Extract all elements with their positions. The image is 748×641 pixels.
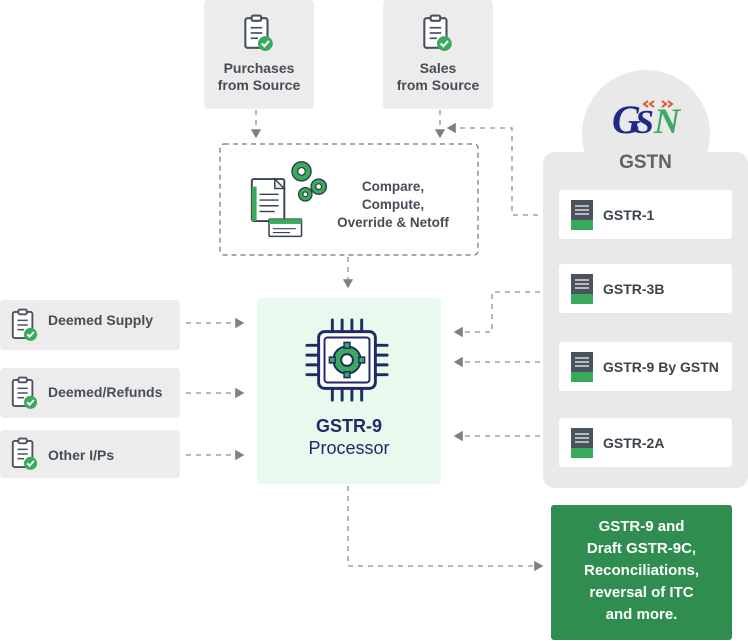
svg-text:G: G: [612, 97, 641, 141]
output-line: and more.: [605, 606, 678, 623]
input-other-ips: Other I/Ps: [0, 430, 180, 478]
spreadsheet-icon: [571, 199, 593, 230]
clipboard-check-icon: [244, 14, 273, 51]
sales-source-box: Sales from Source: [383, 0, 493, 109]
compare-line3: Override & Netoff: [337, 215, 449, 230]
output-box: GSTR-9 and Draft GSTR-9C, Reconciliation…: [551, 505, 732, 640]
gstr3b-to-processor-line: [453, 291, 540, 338]
input-label: Deemed/Refunds: [48, 384, 163, 400]
gstn-logo: G S N: [608, 93, 688, 142]
sales-line1: Sales: [419, 60, 457, 76]
compare-box-border: [219, 143, 479, 256]
gstr-label: GSTR-9 By GSTN: [603, 358, 719, 375]
input-deemed-refunds: Deemed/Refunds: [0, 368, 180, 418]
clipboard-check-icon: [11, 437, 38, 470]
gstr-label: GSTR-3B: [603, 280, 665, 297]
gstr9-gstn-card: GSTR-9 By GSTN: [559, 342, 732, 391]
output-line: reversal of ITC: [589, 584, 694, 601]
purchases-source-box: Purchases from Source: [204, 0, 314, 109]
clipboard-check-icon: [11, 308, 38, 341]
compare-line2: Compute,: [361, 197, 425, 212]
compare-line1: Compare,: [361, 179, 425, 194]
clipboard-check-icon: [11, 376, 38, 409]
sales-line2: from Source: [396, 77, 480, 93]
spreadsheet-icon: [571, 427, 593, 458]
output-line: GSTR-9 and: [598, 518, 685, 535]
input-deemed-supply: Deemed Supply: [0, 300, 180, 350]
purchases-line2: from Source: [217, 77, 301, 93]
gstr-label: GSTR-2A: [603, 434, 665, 451]
spreadsheet-icon: [571, 273, 593, 304]
gstr9-processor-box: GSTR-9 Processor: [257, 298, 441, 484]
spreadsheet-icon: [571, 351, 593, 382]
purchases-line1: Purchases: [223, 60, 295, 76]
gstn-title: GSTN: [619, 152, 672, 173]
processor-to-output-line: [347, 486, 544, 572]
processor-chip-icon: [305, 318, 389, 402]
gstr3b-card: GSTR-3B: [559, 264, 732, 313]
gstn-logo-mark: G S N: [612, 97, 682, 142]
gstr2a-card: GSTR-2A: [559, 418, 732, 467]
svg-text:S: S: [635, 104, 654, 141]
gstr1-card: GSTR-1: [559, 190, 732, 239]
processor-title: GSTR-9: [315, 416, 382, 436]
output-line: Draft GSTR-9C,: [586, 540, 697, 557]
gstr1-to-compare-line: [446, 122, 558, 216]
input-label: Other I/Ps: [48, 447, 115, 463]
svg-text:N: N: [653, 101, 682, 141]
compare-box: Compare, Compute, Override & Netoff: [220, 144, 478, 255]
processor-subtitle: Processor: [308, 438, 390, 458]
output-line: Reconciliations,: [583, 562, 700, 579]
input-label: Deemed Supply: [48, 312, 154, 328]
documents-gears-icon: [250, 161, 328, 238]
gstr-label: GSTR-1: [603, 206, 655, 223]
clipboard-check-icon: [423, 14, 452, 51]
